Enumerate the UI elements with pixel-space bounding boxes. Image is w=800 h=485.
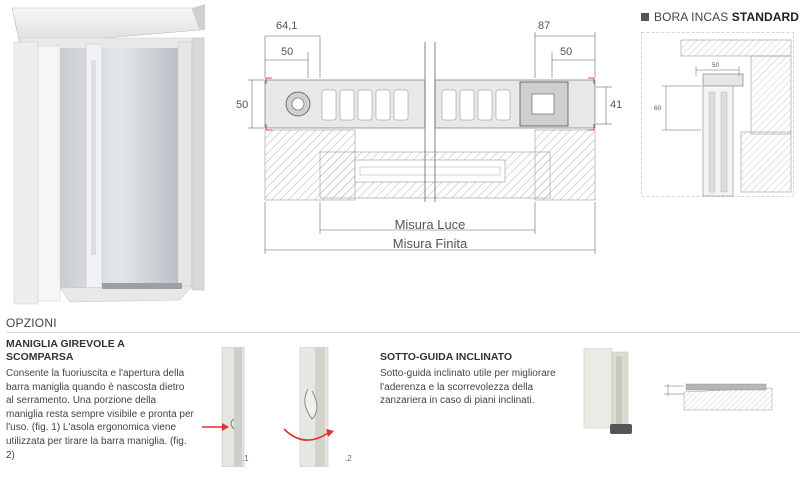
detail-title-bold: STANDARD xyxy=(731,10,800,24)
detail-drawing: 50 60 xyxy=(641,32,794,197)
dim-left-height: 50 xyxy=(236,99,248,111)
dim-right-total: 87 xyxy=(538,20,550,32)
sottoguida-drawing-svg xyxy=(664,383,773,411)
detail-dim-width: 50 xyxy=(712,62,720,69)
dim-left-total: 64,1 xyxy=(276,20,297,32)
fig-2-svg xyxy=(270,346,345,468)
sottoguida-image xyxy=(580,347,642,440)
maniglia-text: Consente la fuoriuscita e l'apertura del… xyxy=(6,368,194,461)
fig-2-label: .2 xyxy=(345,454,352,463)
sottoguida-drawing xyxy=(660,376,800,416)
options-heading: OPZIONI xyxy=(6,316,57,330)
dim-right-inner: 50 xyxy=(560,46,572,58)
square-icon xyxy=(641,13,649,21)
dim-left-inner: 50 xyxy=(281,46,293,58)
misura-luce-label: Misura Luce xyxy=(395,217,466,232)
maniglia-fig-2 xyxy=(270,346,345,468)
maniglia-title: MANIGLIA GIREVOLE A SCOMPARSA xyxy=(6,338,125,363)
detail-title-prefix: BORA INCAS xyxy=(654,10,729,24)
maniglia-fig-1 xyxy=(200,346,250,468)
sottoguida-text: Sotto-guida inclinato utile per migliora… xyxy=(380,368,556,407)
fig-1-svg xyxy=(200,346,250,468)
options-divider xyxy=(6,332,800,333)
fig-1-label: .1 xyxy=(242,454,249,463)
detail-dim-height: 60 xyxy=(654,105,662,112)
sottoguida-title: SOTTO-GUIDA INCLINATO xyxy=(380,351,513,363)
detail-drawing-svg: 50 60 xyxy=(641,32,794,197)
misura-finita-label: Misura Finita xyxy=(393,236,468,251)
section-drawing: 64,1 50 50 87 50 41 Misura Luce Misura F… xyxy=(230,12,630,262)
sottoguida-image-svg xyxy=(580,347,642,440)
product-image xyxy=(0,0,215,310)
section-drawing-svg: 64,1 50 50 87 50 41 Misura Luce Misura F… xyxy=(236,20,622,254)
dim-right-height: 41 xyxy=(610,99,622,111)
detail-title: BORA INCAS STANDARD xyxy=(641,10,799,24)
screen-door-render xyxy=(11,4,205,305)
